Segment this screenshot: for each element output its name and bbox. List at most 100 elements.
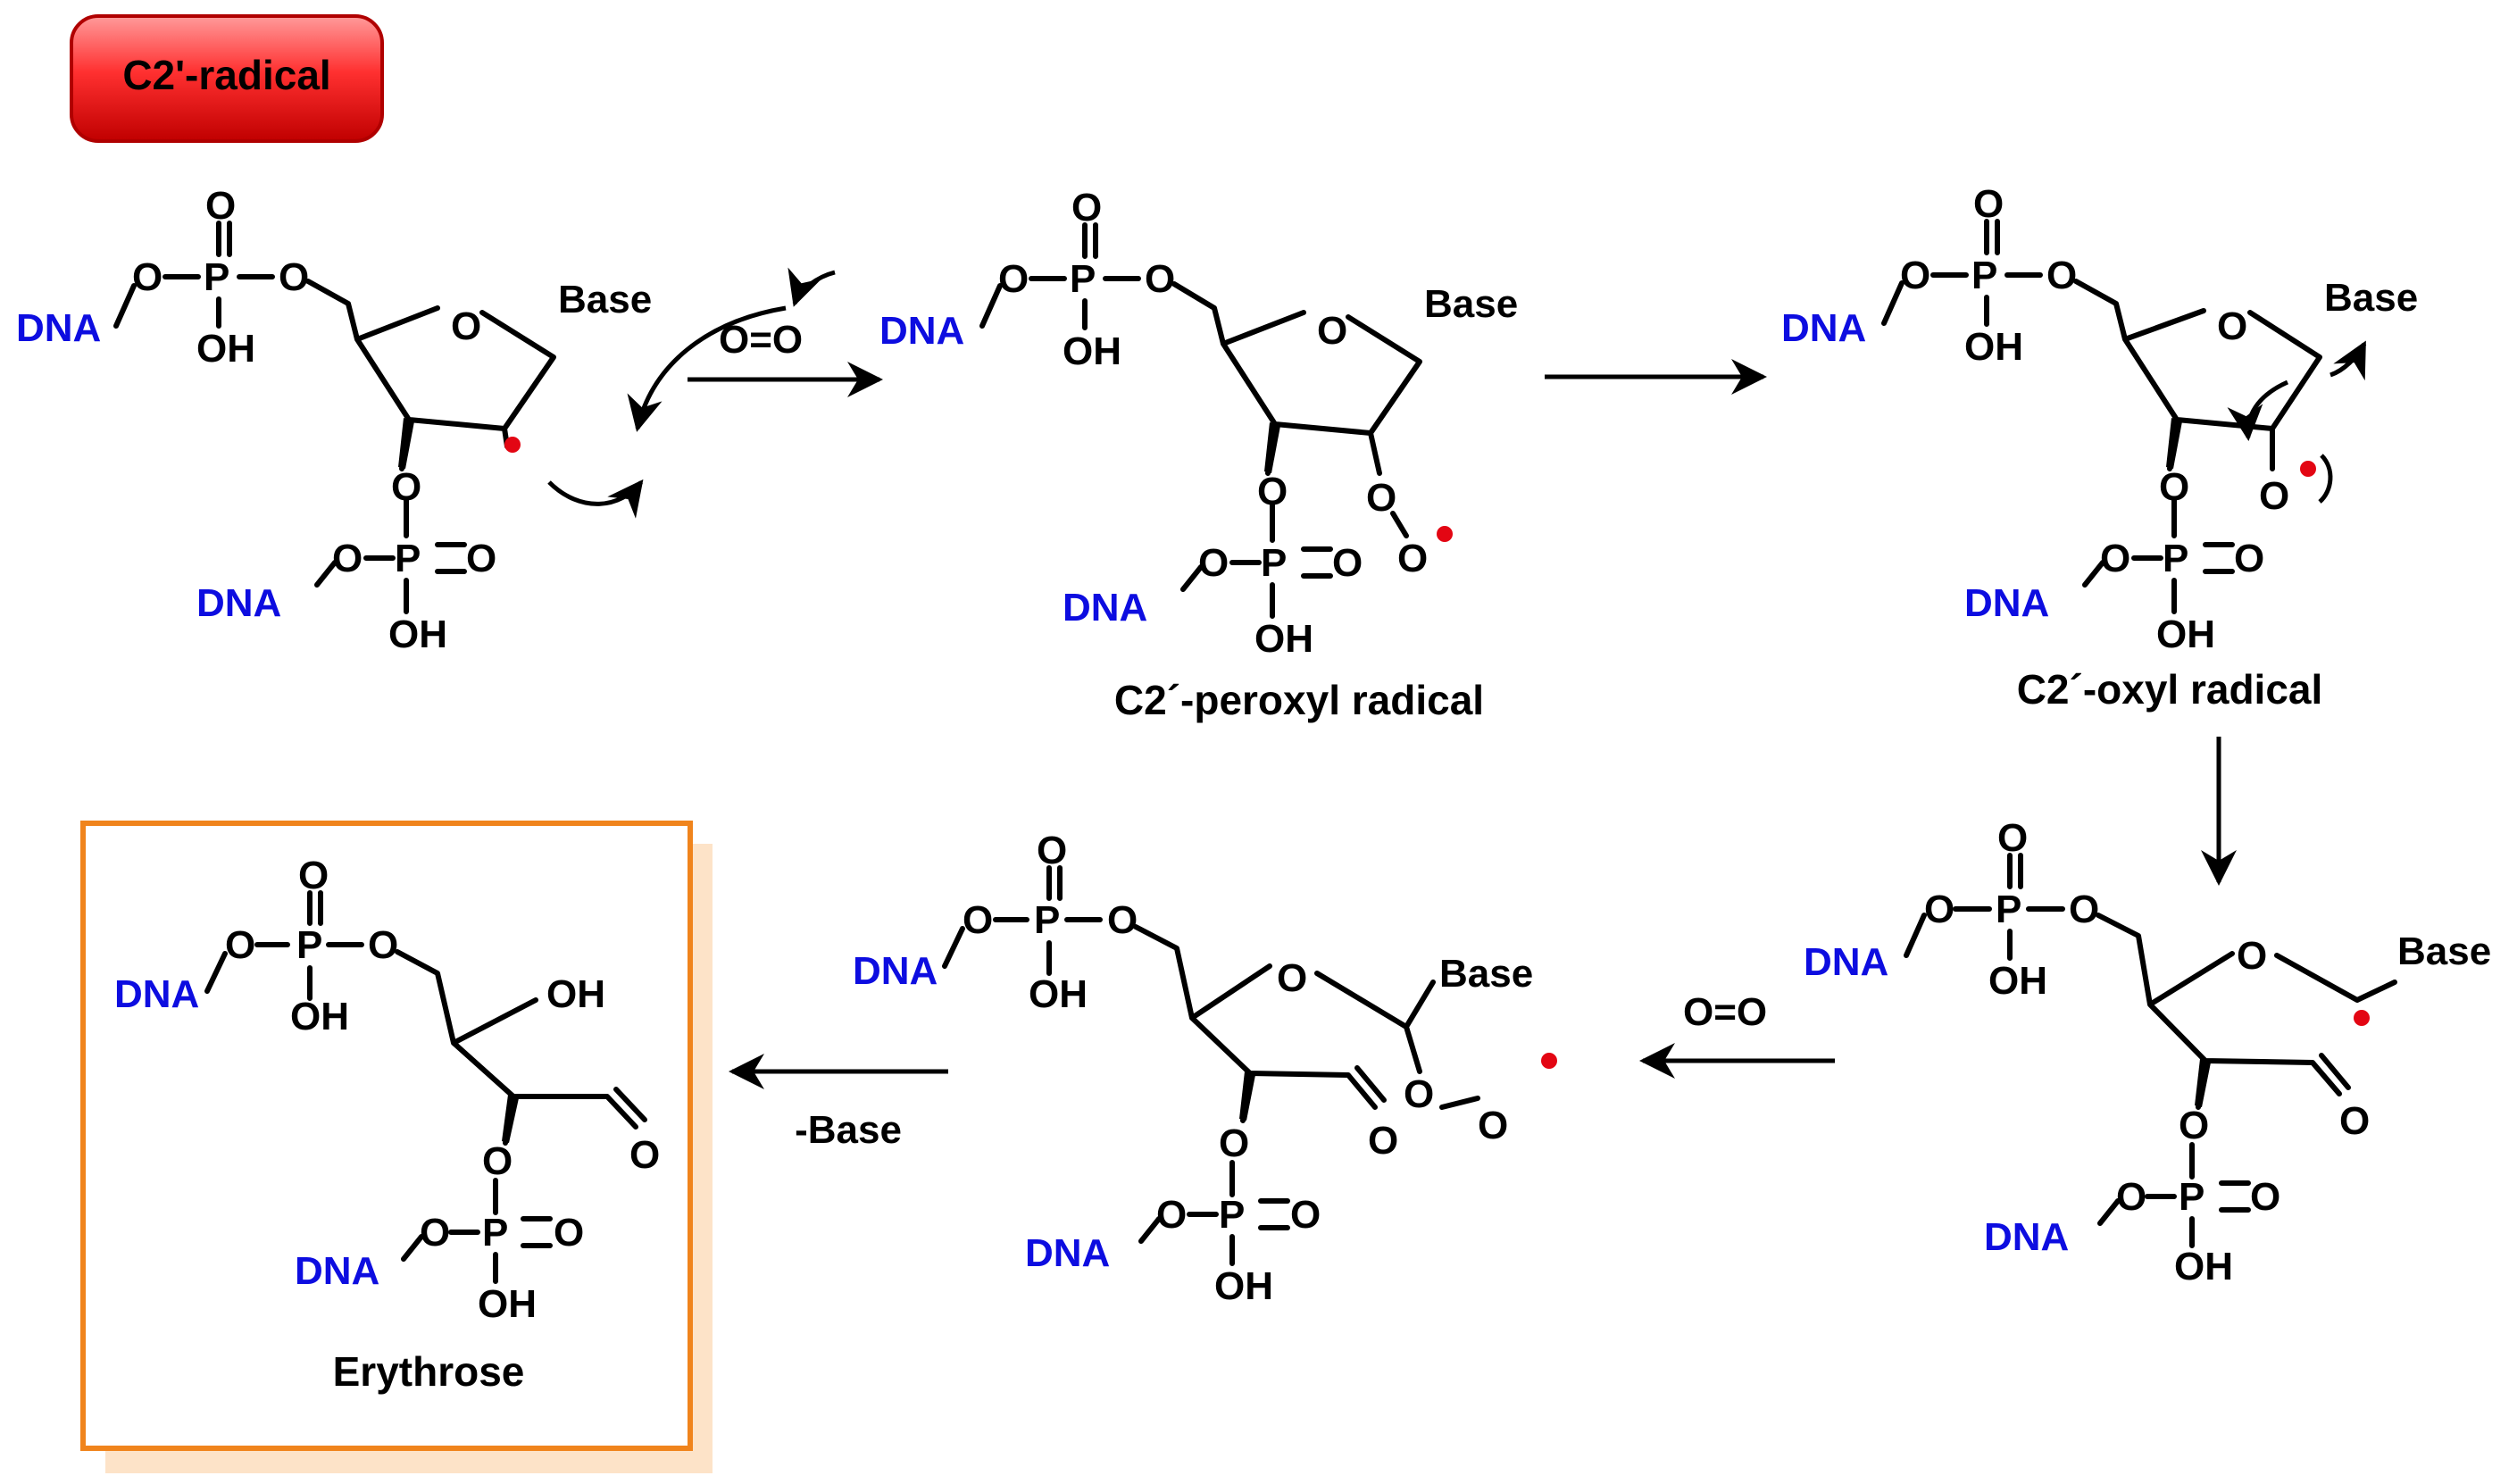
atom-o: O bbox=[1397, 537, 1428, 580]
ring-oxygen: O bbox=[2217, 304, 2247, 348]
reaction-arrow-oxygen-addition: O=O bbox=[688, 318, 883, 397]
aldehyde-oxygen: O bbox=[629, 1133, 660, 1177]
atom-o: O bbox=[963, 898, 993, 942]
structure-c2-radical: DNA O P O O OH O Base O DNA O P O OH bbox=[16, 184, 836, 656]
product-box: DNA O P O O OH OH O O DNA O P O OH Eryth… bbox=[80, 821, 713, 1473]
badge-label: C2'-radical bbox=[122, 52, 330, 98]
atom-o: O bbox=[1257, 470, 1288, 513]
atom-p: P bbox=[395, 537, 421, 580]
atom-o: O bbox=[1332, 541, 1363, 585]
atom-o: O bbox=[1290, 1193, 1321, 1237]
hydroxyl-label: OH bbox=[2156, 613, 2215, 656]
atom-o: O bbox=[279, 255, 309, 299]
oxygen-gas-label: O=O bbox=[1683, 990, 1767, 1034]
hydroxyl-label: OH bbox=[290, 995, 349, 1038]
atom-o: O bbox=[1900, 254, 1930, 297]
atom-o: O bbox=[420, 1211, 450, 1255]
ring-oxygen: O bbox=[451, 304, 481, 348]
atom-o: O bbox=[1145, 257, 1175, 301]
radical-dot bbox=[2354, 1010, 2370, 1026]
atom-o: O bbox=[1071, 186, 1102, 229]
dna-label: DNA bbox=[295, 1249, 379, 1293]
ether-oxygen: O bbox=[2237, 934, 2267, 978]
atom-o: O bbox=[298, 854, 329, 897]
atom-o: O bbox=[332, 537, 363, 580]
radical-dot bbox=[1541, 1053, 1557, 1069]
base-label: Base bbox=[2324, 276, 2418, 320]
dna-label: DNA bbox=[1025, 1231, 1110, 1275]
atom-p: P bbox=[1261, 541, 1287, 585]
curved-arrow bbox=[2318, 454, 2333, 504]
atom-p: P bbox=[296, 923, 322, 967]
curved-arrow bbox=[2227, 379, 2289, 441]
atom-o: O bbox=[2179, 1104, 2209, 1147]
atom-o: O bbox=[2234, 537, 2264, 580]
dna-label: DNA bbox=[1984, 1215, 2069, 1259]
atom-p: P bbox=[204, 255, 229, 299]
aldehyde-oxygen: O bbox=[1368, 1119, 1398, 1163]
curved-arrow bbox=[627, 305, 787, 432]
atom-o: O bbox=[132, 255, 163, 299]
structure-c2-peroxyl-radical: DNA O P O O OH O Base O O O DNA O P O OH… bbox=[879, 186, 1518, 723]
atom-o: O bbox=[1156, 1193, 1187, 1237]
atom-o: O bbox=[1366, 476, 1396, 520]
oxygen-gas-label: O=O bbox=[719, 318, 803, 362]
radical-dot bbox=[504, 437, 521, 453]
atom-o: O bbox=[368, 923, 398, 967]
c2-radical-badge: C2'-radical bbox=[70, 14, 384, 143]
base-label: Base bbox=[1424, 282, 1518, 326]
hydroxyl-label: OH bbox=[196, 327, 255, 371]
atom-o: O bbox=[2159, 465, 2189, 509]
hydroxyl-label: OH bbox=[1214, 1264, 1273, 1308]
ring-oxygen: O bbox=[1317, 309, 1347, 353]
atom-o: O bbox=[1404, 1072, 1434, 1116]
atom-o: O bbox=[554, 1211, 584, 1255]
hydroxyl-label: OH bbox=[388, 613, 447, 656]
atom-o: O bbox=[2069, 888, 2099, 931]
dna-label: DNA bbox=[196, 581, 281, 625]
atom-o: O bbox=[391, 465, 421, 509]
reaction-arrow-base-loss: -Base bbox=[729, 1054, 948, 1152]
atom-o: O bbox=[2100, 537, 2130, 580]
atom-p: P bbox=[2163, 537, 2188, 580]
base-label: Base bbox=[558, 278, 652, 321]
dna-label: DNA bbox=[1964, 581, 2049, 625]
hydroxyl-label: OH bbox=[2174, 1245, 2233, 1288]
reaction-arrow-oxygen-addition: O=O bbox=[1639, 990, 1835, 1079]
hydroxyl-label: OH bbox=[546, 972, 605, 1016]
dna-label: DNA bbox=[853, 949, 938, 993]
structure-c1-peroxyl: DNA O P O O OH O Base O O O O DNA O P O … bbox=[853, 829, 1557, 1308]
atom-o: O bbox=[1037, 829, 1067, 872]
atom-p: P bbox=[2179, 1175, 2204, 1219]
curved-arrow bbox=[2329, 340, 2367, 381]
dna-label: DNA bbox=[114, 972, 199, 1016]
dna-label: DNA bbox=[16, 306, 101, 350]
atom-o: O bbox=[1198, 541, 1229, 585]
dna-label: DNA bbox=[1063, 586, 1147, 629]
curved-arrow bbox=[788, 267, 836, 307]
hydroxyl-label: OH bbox=[478, 1282, 537, 1326]
curved-arrow bbox=[547, 479, 644, 519]
base-label: Base bbox=[2397, 930, 2491, 973]
hydroxyl-label: OH bbox=[1964, 325, 2023, 369]
atom-o: O bbox=[2259, 474, 2289, 518]
atom-o: O bbox=[1107, 898, 1138, 942]
atom-o: O bbox=[466, 537, 496, 580]
base-label: Base bbox=[1439, 952, 1533, 996]
atom-p: P bbox=[1219, 1193, 1245, 1237]
dna-label: DNA bbox=[1804, 940, 1888, 984]
ether-oxygen: O bbox=[1277, 956, 1307, 1000]
atom-o: O bbox=[2250, 1175, 2280, 1219]
structure-c1-radical: DNA O P O O OH O Base O O DNA O P O OH bbox=[1804, 816, 2491, 1288]
atom-o: O bbox=[2116, 1175, 2146, 1219]
atom-p: P bbox=[1034, 898, 1060, 942]
hydroxyl-label: OH bbox=[1254, 617, 1313, 661]
atom-o: O bbox=[482, 1139, 513, 1183]
aldehyde-oxygen: O bbox=[2339, 1099, 2370, 1143]
atom-o: O bbox=[998, 257, 1029, 301]
caption-erythrose: Erythrose bbox=[333, 1348, 525, 1395]
product-box-frame bbox=[80, 821, 693, 1451]
structure-c2-oxyl-radical: DNA O P O O OH O Base O O DNA O P O OH C… bbox=[1781, 182, 2418, 713]
hydroxyl-label: OH bbox=[1988, 959, 2047, 1003]
